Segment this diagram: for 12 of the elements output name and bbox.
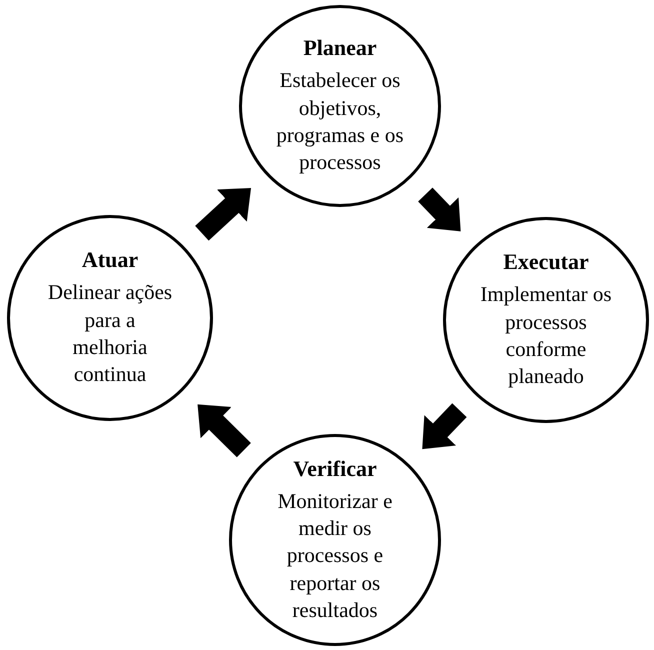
stage-description: Delinear ações para a melhoria continua <box>48 279 172 388</box>
stage-title: Planear <box>303 35 377 62</box>
stage-description: Monitorizar e medir os processos e reportar os resultados <box>276 488 394 624</box>
block-arrow <box>198 404 251 458</box>
block-arrow <box>195 188 252 241</box>
stage-title: Atuar <box>82 247 138 274</box>
stage-description: Estabelecer os objetivos, programas e os processos <box>275 67 405 176</box>
stage-title: Executar <box>503 249 589 276</box>
block-arrow <box>422 403 467 450</box>
stage-title: Verificar <box>293 456 377 482</box>
stage-description: Implementar os processos conforme planeado <box>479 281 613 390</box>
block-arrow <box>418 188 461 232</box>
